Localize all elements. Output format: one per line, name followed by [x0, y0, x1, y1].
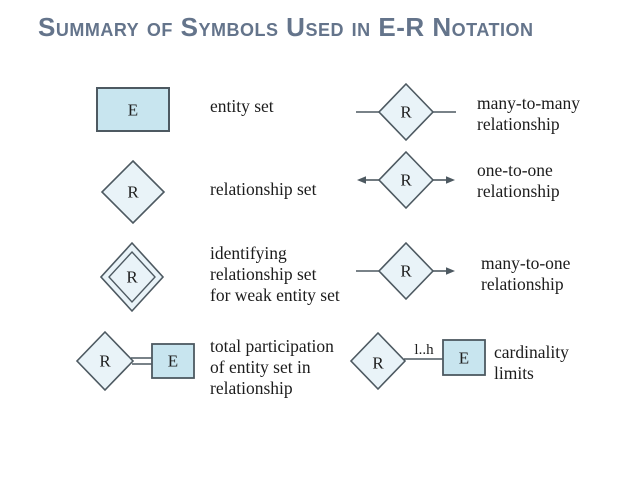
inner-diamond: [108, 250, 156, 304]
relationship-diamond: [377, 82, 435, 142]
many-to-many-label: many-to-many relationship: [477, 93, 581, 134]
entity-set-label: entity set: [210, 96, 274, 116]
entity-rectangle: [151, 343, 195, 379]
right-arrowhead: [446, 267, 455, 275]
relationship-letter: R: [400, 171, 412, 190]
identifying-relationship-label: identifying relationship set for weak en…: [210, 243, 340, 305]
page-title: Summary of Symbols Used in E-R Notation: [38, 12, 534, 42]
relationship-diamond: [75, 330, 135, 392]
many-to-one-symbol: R: [356, 241, 455, 301]
relationship-letter: R: [400, 262, 412, 281]
entity-letter: E: [128, 101, 138, 120]
entity-set-symbol: E: [96, 87, 170, 132]
relationship-letter: R: [127, 183, 139, 202]
entity-letter: E: [168, 352, 178, 371]
many-to-one-label: many-to-one relationship: [481, 253, 571, 294]
entity-rectangle: [96, 87, 170, 132]
relationship-set-label: relationship set: [210, 179, 317, 199]
outer-diamond: [100, 241, 165, 313]
right-arrowhead: [446, 176, 455, 184]
total-participation-symbol: R E: [75, 330, 195, 392]
relationship-letter: R: [99, 352, 111, 371]
one-to-one-label: one-to-one relationship: [477, 160, 560, 201]
one-to-one-symbol: R: [357, 150, 455, 210]
entity-letter: E: [459, 349, 469, 368]
relationship-letter: R: [400, 103, 412, 122]
relationship-letter: R: [126, 268, 138, 287]
cardinality-limits-symbol: R E l..h: [349, 331, 486, 391]
relationship-diamond: [349, 331, 407, 391]
cardinality-edge-label: l..h: [414, 342, 434, 358]
many-to-many-symbol: R: [356, 82, 456, 142]
relationship-diamond: [377, 241, 435, 301]
left-arrowhead: [357, 176, 366, 184]
total-participation-label: total participation of entity set in rel…: [210, 336, 334, 398]
cardinality-limits-label: cardinality limits: [494, 342, 569, 383]
entity-rectangle: [442, 339, 486, 376]
identifying-relationship-symbol: R: [100, 241, 165, 313]
relationship-letter: R: [372, 354, 384, 373]
relationship-diamond: [100, 159, 166, 225]
relationship-diamond: [377, 150, 435, 210]
relationship-set-symbol: R: [100, 159, 166, 225]
